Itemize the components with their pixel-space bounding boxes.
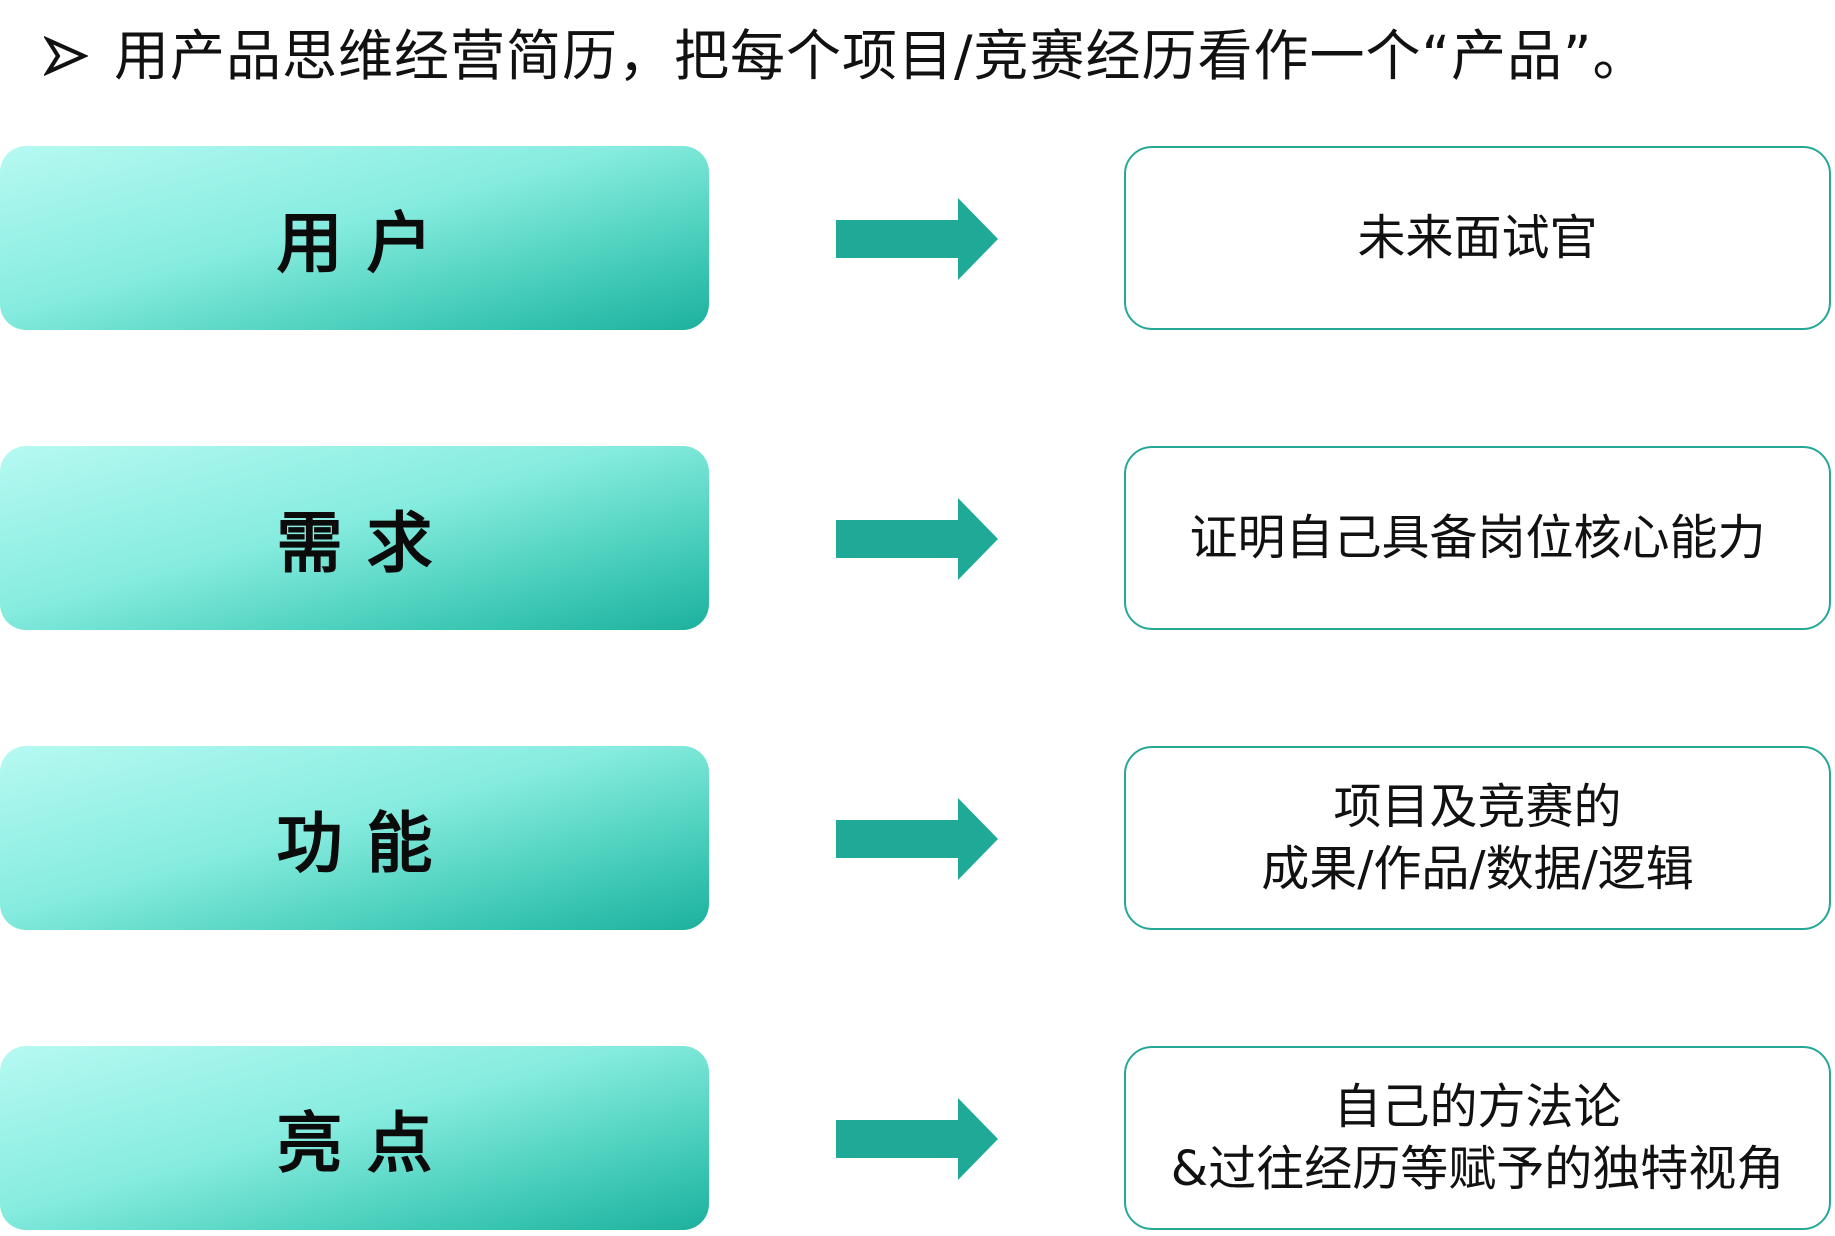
term-label: 功能: [276, 805, 457, 882]
mapping-row-need: 需求 证明自己具备岗位核心能力: [0, 446, 1835, 636]
headline-text: 用产品思维经营简历，把每个项目/竞赛经历看作一个“产品”。: [114, 24, 1649, 88]
meaning-line: 项目及竞赛的: [1333, 779, 1622, 835]
term-label: 需求: [276, 505, 457, 582]
mapping-row-highlight: 亮点 自己的方法论 &过往经历等赋予的独特视角: [0, 1046, 1835, 1236]
meaning-box-need: 证明自己具备岗位核心能力: [1124, 446, 1831, 630]
meaning-line: 成果/作品/数据/逻辑: [1261, 841, 1694, 897]
mapping-row-user: 用户 未来面试官: [0, 146, 1835, 336]
term-label: 亮点: [276, 1105, 457, 1182]
right-arrow-icon: [836, 798, 998, 880]
meaning-line: 自己的方法论: [1333, 1079, 1622, 1135]
arrowhead-bullet-icon: [44, 36, 88, 76]
meaning-line: 证明自己具备岗位核心能力: [1189, 510, 1766, 566]
meaning-box-function: 项目及竞赛的 成果/作品/数据/逻辑: [1124, 746, 1831, 930]
right-arrow-icon: [836, 498, 998, 580]
right-arrow-icon: [836, 1098, 998, 1180]
term-label: 用户: [276, 205, 457, 282]
right-arrow-icon: [836, 198, 998, 280]
term-box-need: 需求: [0, 446, 709, 630]
mapping-row-function: 功能 项目及竞赛的 成果/作品/数据/逻辑: [0, 746, 1835, 936]
term-box-highlight: 亮点: [0, 1046, 709, 1230]
meaning-line: &过往经历等赋予的独特视角: [1170, 1141, 1785, 1197]
term-box-user: 用户: [0, 146, 709, 330]
meaning-box-user: 未来面试官: [1124, 146, 1831, 330]
term-box-function: 功能: [0, 746, 709, 930]
headline: 用产品思维经营简历，把每个项目/竞赛经历看作一个“产品”。: [44, 18, 1649, 94]
meaning-line: 未来面试官: [1357, 210, 1598, 266]
meaning-box-highlight: 自己的方法论 &过往经历等赋予的独特视角: [1124, 1046, 1831, 1230]
